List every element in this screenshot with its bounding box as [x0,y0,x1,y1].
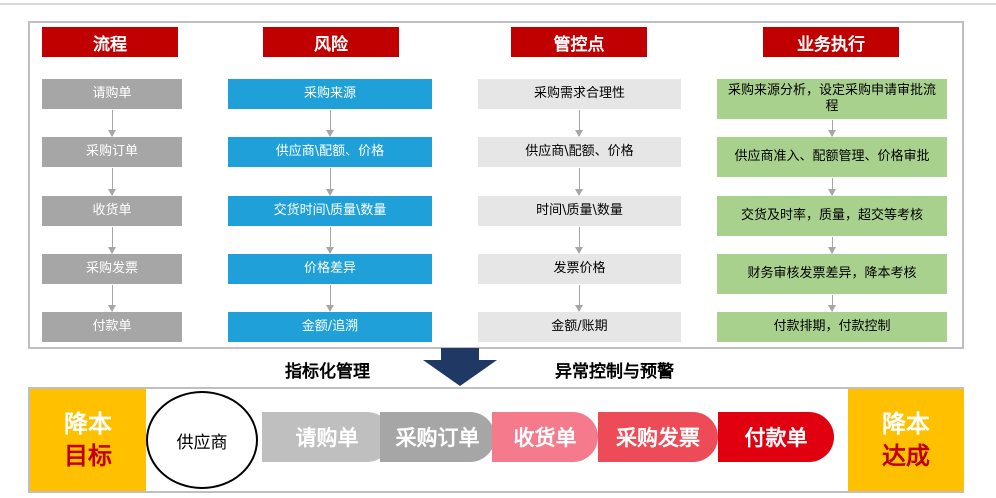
exception-control-label: 异常控制与预警 [555,362,674,382]
process-step: 采购订单 [42,137,182,167]
big-down-arrow-icon [423,348,497,386]
cost-reduction-target: 降本 目标 [30,389,146,491]
control-point: 时间\质量\数量 [478,196,681,226]
control-panel [28,21,964,349]
supplier-circle: 供应商 [146,391,258,489]
down-arrow-icon [828,295,836,312]
flow-chevron-purchase-order: 采购订单 [380,412,495,462]
goal-left-line2: 目标 [64,442,112,470]
flow-chevron-receipt: 收货单 [492,412,598,462]
control-point: 金额/账期 [478,312,681,342]
control-point: 供应商\配额、价格 [478,137,681,167]
risk-item: 采购来源 [228,79,432,109]
control-point: 发票价格 [478,254,681,284]
header-risk: 风险 [263,27,399,57]
down-arrow-icon [326,285,334,312]
risk-item: 金额/追溯 [228,312,432,342]
down-arrow-icon [108,110,116,137]
down-arrow-icon [828,120,836,137]
flow-chevron-payment: 付款单 [718,412,834,462]
flow-chevron-invoice: 采购发票 [598,412,718,462]
down-arrow-icon [326,110,334,137]
goal-right-line1: 降本 [882,410,930,438]
header-control-point: 管控点 [511,27,647,57]
down-arrow-icon [108,168,116,196]
risk-item: 价格差异 [228,254,432,284]
goal-left-line1: 降本 [64,410,112,438]
process-step: 付款单 [42,312,182,342]
execution-item: 财务审核发票差异，降本考核 [717,254,947,294]
down-arrow-icon [575,110,583,137]
execution-item: 采购来源分析，设定采购申请审批流程 [717,79,947,119]
header-execution: 业务执行 [763,27,899,57]
risk-item: 交货时间\质量\数量 [228,196,432,226]
process-step: 收货单 [42,196,182,226]
process-step: 采购发票 [42,254,182,284]
down-arrow-icon [108,227,116,254]
execution-item: 交货及时率，质量，超交等考核 [717,196,947,236]
header-process: 流程 [42,27,178,57]
process-step: 请购单 [42,79,182,109]
control-point: 采购需求合理性 [478,79,681,109]
indicator-management-label: 指标化管理 [285,362,370,382]
down-arrow-icon [828,237,836,254]
top-divider [0,3,996,5]
down-arrow-icon [575,168,583,196]
cost-reduction-achieved: 降本 达成 [848,389,964,491]
down-arrow-icon [326,168,334,196]
flow-chevron-requisition: 请购单 [262,412,392,462]
down-arrow-icon [108,285,116,312]
goal-right-line2: 达成 [882,442,930,470]
execution-item: 付款排期，付款控制 [717,312,947,342]
down-arrow-icon [326,227,334,254]
down-arrow-icon [575,285,583,312]
down-arrow-icon [575,227,583,254]
down-arrow-icon [828,178,836,196]
execution-item: 供应商准入、配额管理、价格审批 [717,137,947,177]
risk-item: 供应商\配额、价格 [228,137,432,167]
